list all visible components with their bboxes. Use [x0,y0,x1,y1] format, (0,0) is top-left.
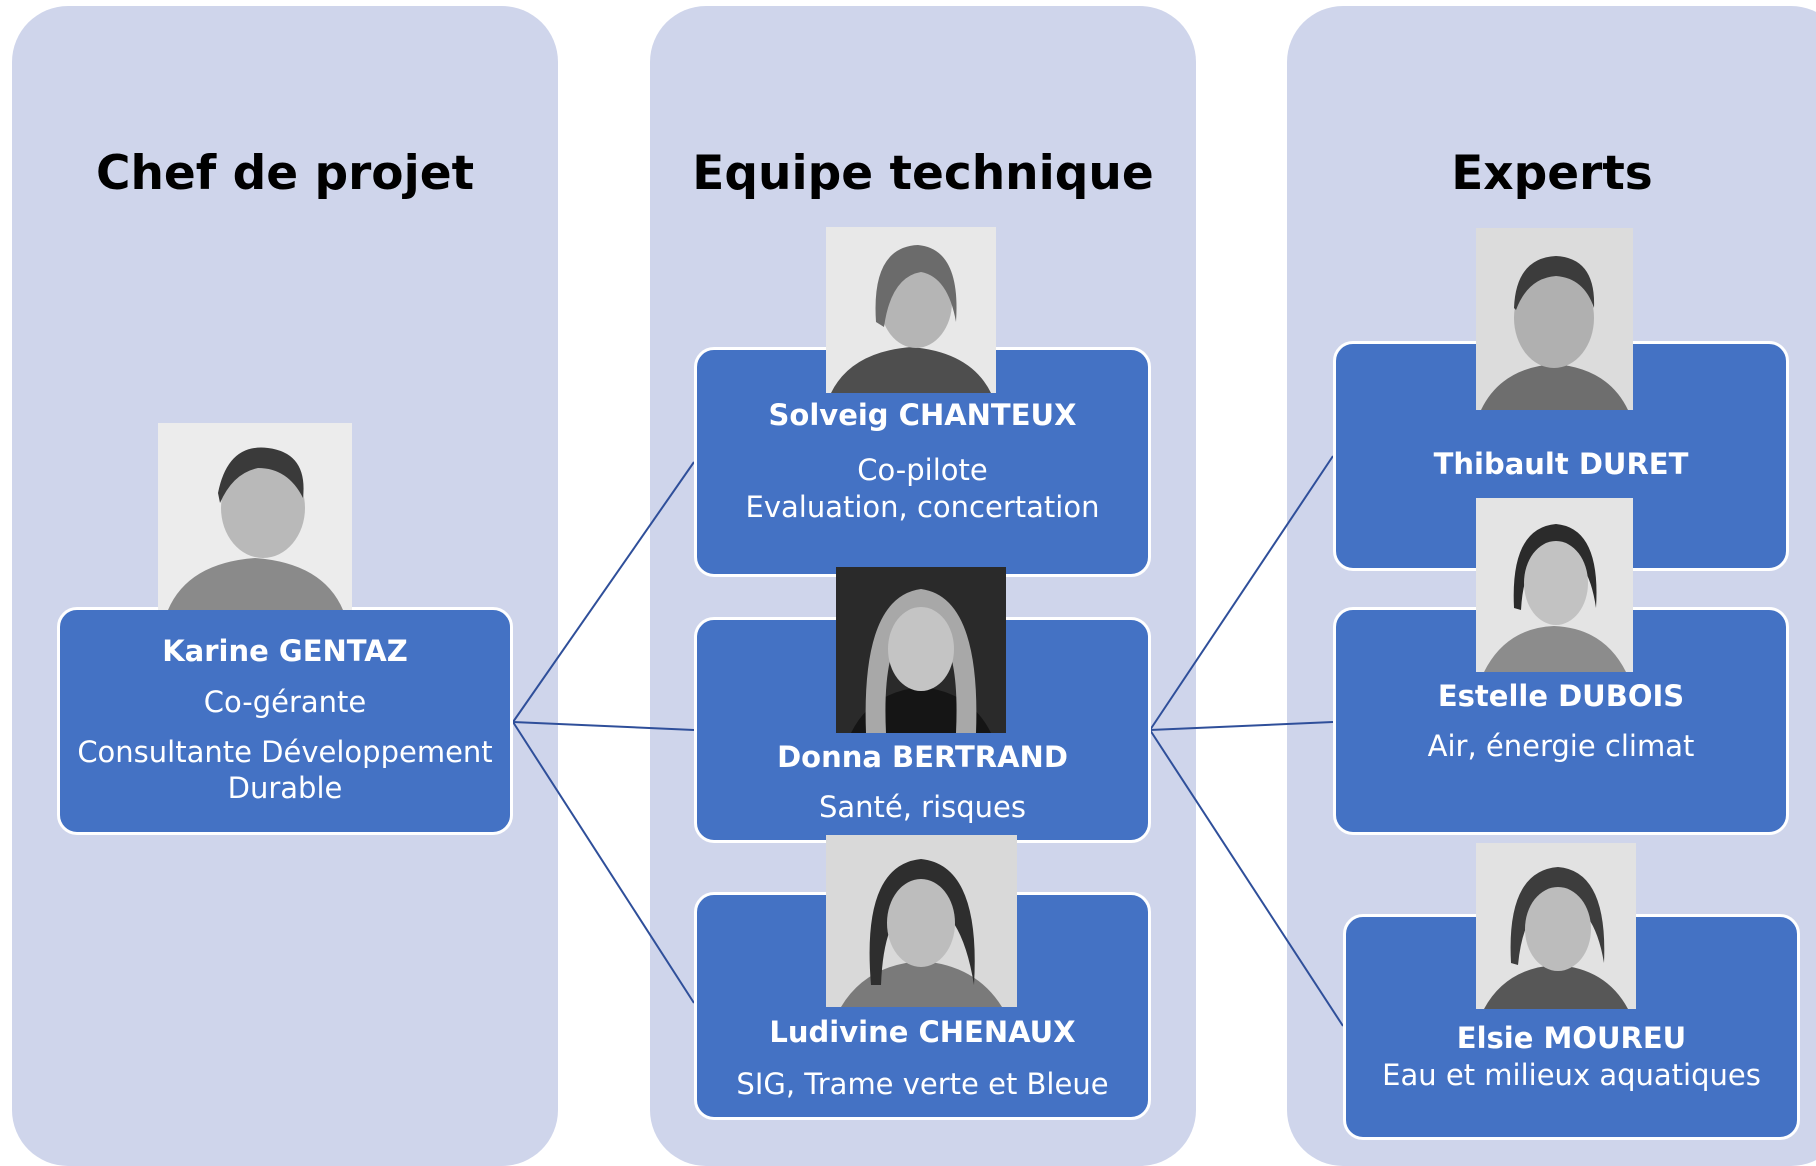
person-role: Air, énergie climat [1427,729,1695,763]
person-role: Co-gérante [203,685,367,719]
person-role: Consultante Développement [77,735,493,769]
person-role: Co-pilote [857,453,988,487]
photo-thibault-duret [1476,228,1633,410]
person-name: Karine GENTAZ [162,634,408,668]
photo-ludivine-chenaux [826,835,1017,1007]
person-role: Durable [227,771,343,805]
photo-solveig-chanteux [826,227,996,393]
photo-estelle-dubois [1476,498,1633,672]
photo-elsie-moureu [1476,843,1636,1009]
person-name: Estelle DUBOIS [1437,679,1685,713]
column-title: Experts [1451,146,1653,201]
connector-line [1149,729,1344,1027]
column-title: Equipe technique [692,146,1154,201]
person-role: SIG, Trame verte et Bleue [736,1067,1109,1101]
connector-lines [512,455,1344,1027]
card-karine-gentaz: Karine GENTAZ Co-gérante Consultante Dév… [57,607,513,835]
connector-line [512,721,695,1004]
column-title: Chef de projet [95,146,475,201]
connector-line [1149,455,1334,731]
connector-line [512,721,695,731]
person-name: Donna BERTRAND [777,740,1068,774]
card-elsie-moureu: Elsie MOUREU Eau et milieux aquatiques [1343,914,1800,1140]
photo-karine-gentaz [158,423,352,610]
person-role: Evaluation, concertation [745,490,1100,524]
connector-line [1149,721,1334,731]
photo-donna-bertrand [836,567,1006,733]
card-solveig-chanteux: Solveig CHANTEUX Co-pilote Evaluation, c… [694,347,1151,577]
person-name: Ludivine CHENAUX [769,1015,1076,1049]
person-role: Eau et milieux aquatiques [1382,1058,1761,1092]
person-role: Santé, risques [818,790,1027,824]
person-name: Elsie MOUREU [1456,1021,1687,1055]
person-name: Thibault DURET [1433,447,1689,481]
person-name: Solveig CHANTEUX [768,398,1077,432]
connector-line [512,461,695,723]
